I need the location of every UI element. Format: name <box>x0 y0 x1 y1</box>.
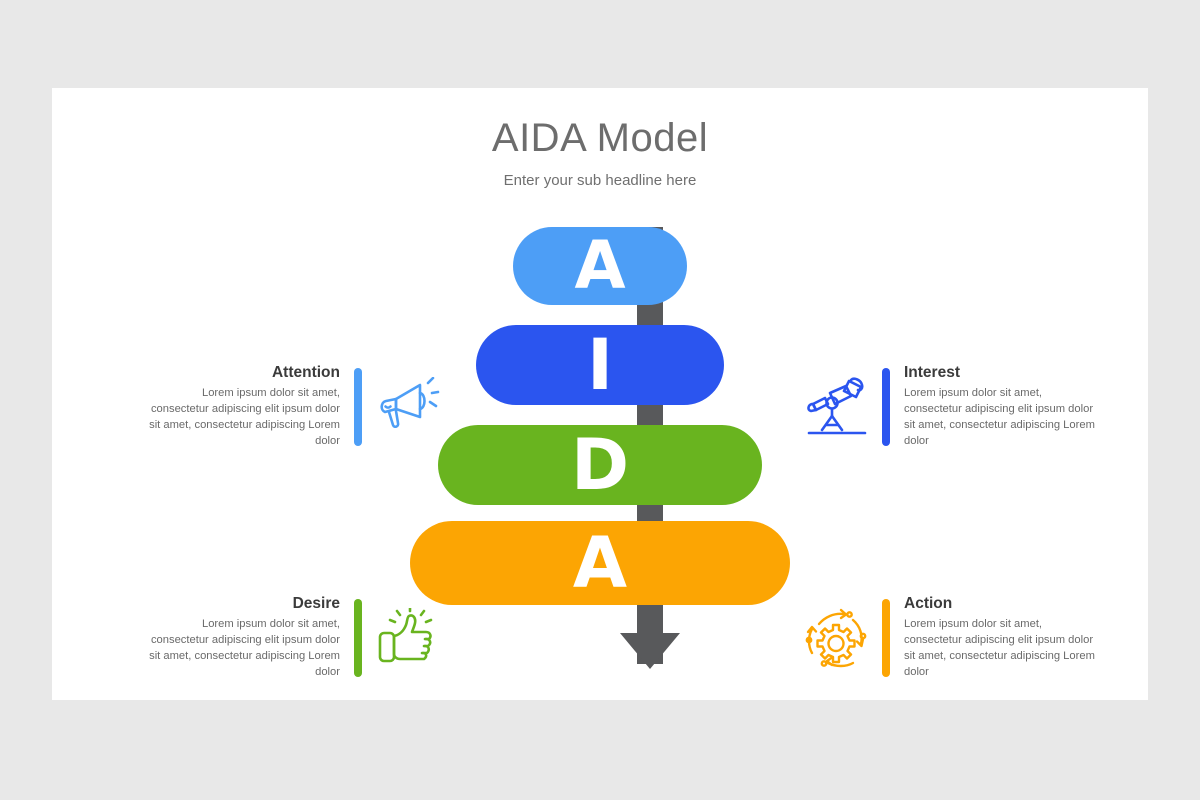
megaphone-icon <box>372 371 444 443</box>
funnel-stage-letter: I <box>586 324 614 406</box>
telescope-icon <box>800 371 872 443</box>
info-text-interest: Interest Lorem ipsum dolor sit amet, con… <box>904 364 1100 450</box>
info-text-action: Action Lorem ipsum dolor sit amet, conse… <box>904 595 1100 681</box>
accent-bar-desire <box>354 598 362 677</box>
funnel-arrow-shaft <box>637 227 663 664</box>
funnel-stage-interest[interactable]: I <box>476 325 724 405</box>
accent-bar-attention <box>354 367 362 446</box>
info-block-interest[interactable]: Interest Lorem ipsum dolor sit amet, con… <box>800 364 1100 450</box>
info-body-attention: Lorem ipsum dolor sit amet, consectetur … <box>149 387 340 447</box>
page-subtitle: Enter your sub headline here <box>503 172 697 189</box>
info-block-desire[interactable]: Desire Lorem ipsum dolor sit amet, conse… <box>144 595 444 681</box>
info-block-attention[interactable]: Attention Lorem ipsum dolor sit amet, co… <box>144 364 444 450</box>
accent-bar-interest <box>882 367 890 446</box>
info-block-action[interactable]: Action Lorem ipsum dolor sit amet, conse… <box>800 595 1100 681</box>
info-body-interest: Lorem ipsum dolor sit amet, consectetur … <box>904 387 1095 447</box>
funnel-stage-letter: A <box>574 227 626 304</box>
funnel-arrow-head-icon <box>620 633 680 669</box>
slide-card: AIDA Model Enter your sub headline here … <box>52 88 1148 700</box>
info-body-action: Lorem ipsum dolor sit amet, consectetur … <box>904 618 1095 678</box>
info-text-attention: Attention Lorem ipsum dolor sit amet, co… <box>144 364 340 450</box>
gear-cycle-icon <box>800 602 872 674</box>
funnel-stage-desire[interactable]: D <box>438 425 762 505</box>
info-heading-attention: Attention <box>271 364 340 381</box>
funnel-stage-attention[interactable]: A <box>513 227 687 305</box>
funnel-stage-letter: D <box>570 424 630 506</box>
page-title: AIDA Model <box>491 116 709 160</box>
funnel-stage-action[interactable]: A <box>410 521 790 605</box>
accent-bar-action <box>882 598 890 677</box>
info-heading-desire: Desire <box>292 595 340 612</box>
info-heading-interest: Interest <box>904 364 960 381</box>
thumbs-up-icon <box>372 602 444 674</box>
info-body-desire: Lorem ipsum dolor sit amet, consectetur … <box>149 618 340 678</box>
funnel-stage-letter: A <box>572 522 628 604</box>
info-text-desire: Desire Lorem ipsum dolor sit amet, conse… <box>144 595 340 681</box>
info-heading-action: Action <box>904 595 953 612</box>
